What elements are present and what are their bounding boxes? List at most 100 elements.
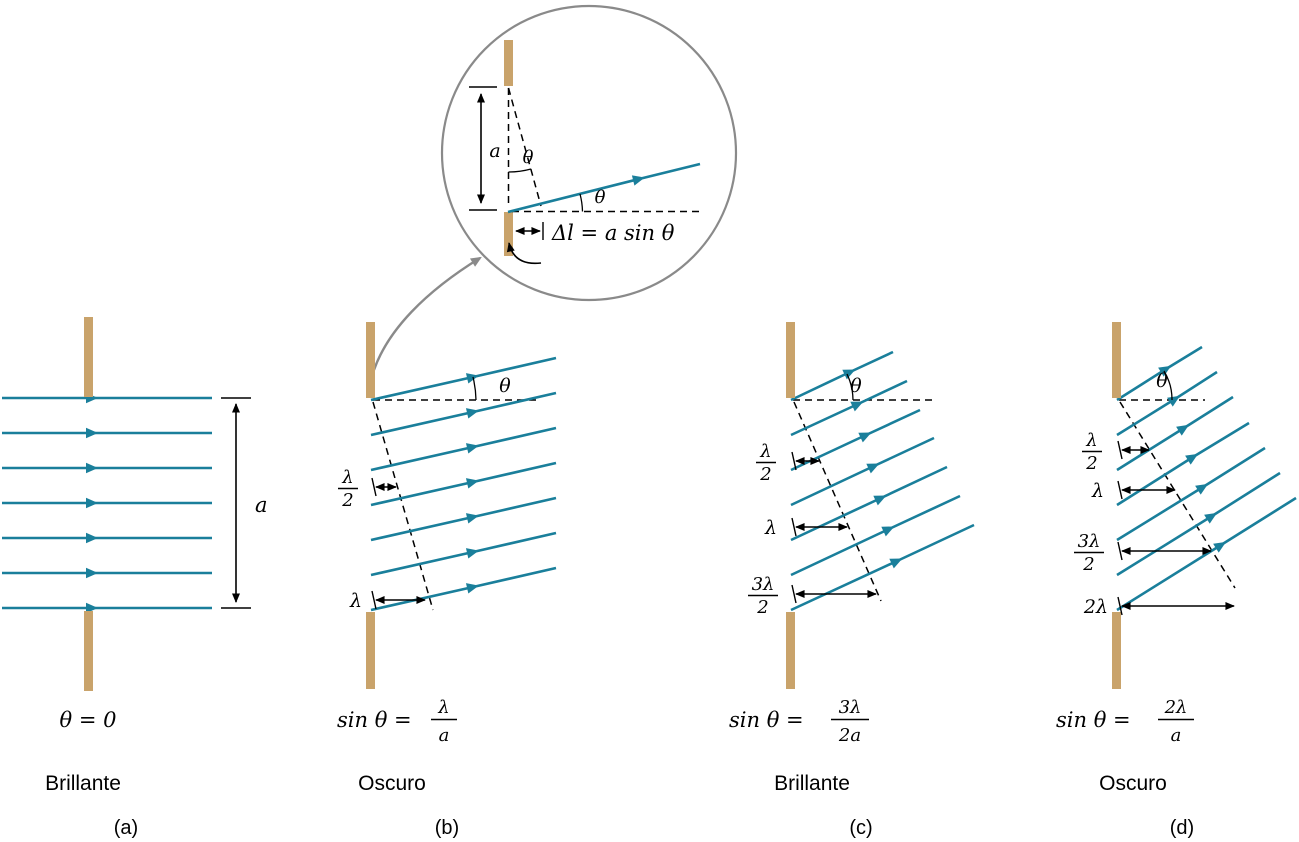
- dashed-tilted-wavefront: [1119, 401, 1236, 589]
- formula-numerator: 3λ: [839, 697, 862, 718]
- slit-width-label: a: [255, 493, 268, 517]
- path-difference-pointer: [506, 242, 542, 265]
- path-difference-label: λ: [349, 590, 362, 612]
- formula-numerator: 2λ: [1164, 697, 1188, 718]
- dashed-tilted-wavefront: [793, 401, 882, 602]
- path-difference-tick: [791, 451, 797, 471]
- light-ray: [790, 436, 935, 507]
- ray-angle-arc: [1163, 370, 1173, 401]
- slit-width-label: a: [489, 140, 500, 162]
- path-difference-half-lambda: λ 2: [338, 467, 397, 511]
- light-ray: [370, 461, 557, 507]
- path-difference-lambda: λ: [1091, 480, 1176, 502]
- theta-label: θ: [1156, 370, 1168, 392]
- panel-a: a θ = 0 Brillante (a): [2, 317, 268, 839]
- slit-barrier-top: [1112, 322, 1121, 398]
- light-ray: [370, 531, 557, 577]
- panel-caption: (c): [849, 817, 872, 839]
- formula: sin θ = 3λ 2a: [729, 697, 869, 746]
- theta-label: θ: [499, 375, 511, 397]
- theta-slit-label: θ: [523, 147, 534, 168]
- formula-numerator: λ: [437, 697, 449, 718]
- light-ray: [507, 162, 701, 214]
- slit-angle-arc: [508, 168, 532, 173]
- fraction-denominator: 2: [756, 597, 768, 618]
- light-ray: [790, 379, 908, 437]
- light-ray: [370, 426, 557, 472]
- path-difference-tick: [791, 584, 797, 604]
- ray-angle-arc: [579, 193, 584, 212]
- light-ray: [790, 494, 961, 577]
- slit-barrier-bottom: [366, 612, 375, 689]
- fraction-numerator: λ: [341, 467, 353, 488]
- fraction-denominator: 2: [759, 464, 771, 485]
- formula: sin θ = 2λ a: [1056, 697, 1194, 746]
- light-ray: [1116, 370, 1218, 437]
- light-ray: [370, 496, 557, 542]
- path-difference-half-lambda: λ 2: [756, 441, 820, 485]
- path-difference-lambda: λ: [349, 590, 426, 612]
- result-label: Brillante: [45, 772, 121, 795]
- fraction-denominator: 2: [1082, 554, 1094, 575]
- path-difference-tick: [371, 590, 377, 610]
- slit-barrier-top: [84, 317, 93, 397]
- light-ray: [370, 391, 557, 437]
- fraction-numerator: 3λ: [752, 574, 775, 595]
- path-difference-two-lambda: 2λ: [1083, 596, 1235, 618]
- path-difference-tick: [371, 477, 377, 497]
- formula-denominator: 2a: [838, 725, 861, 746]
- path-difference-tick: [791, 517, 797, 537]
- path-difference-label: 2λ: [1083, 596, 1108, 618]
- light-ray: [1116, 471, 1281, 577]
- formula-lhs: sin θ =: [729, 708, 804, 732]
- light-ray: [1116, 446, 1266, 542]
- path-difference-three-half-lambda: 3λ 2: [748, 574, 877, 618]
- panel-d: θ λ 2 λ 3λ 2 2λ sin θ = 2λ: [1056, 322, 1297, 839]
- path-difference-label: λ: [764, 517, 777, 539]
- panel-caption: (d): [1170, 817, 1194, 839]
- fraction-numerator: 3λ: [1078, 531, 1101, 552]
- light-ray: [1116, 496, 1297, 612]
- fraction-numerator: λ: [1085, 430, 1097, 451]
- slit-barrier-bottom: [504, 212, 513, 256]
- panel-caption: (a): [114, 817, 138, 839]
- path-difference-tick: [1117, 596, 1123, 616]
- light-ray: [1116, 421, 1250, 507]
- fraction-denominator: 2: [1085, 453, 1097, 474]
- light-ray: [370, 356, 557, 402]
- light-ray: [790, 350, 894, 402]
- theta-ray-label: θ: [595, 187, 606, 208]
- light-ray: [790, 523, 975, 612]
- light-ray: [1116, 345, 1203, 402]
- path-difference-tick: [1117, 440, 1123, 460]
- ray-angle-arc: [846, 373, 854, 401]
- slit-barrier-bottom: [84, 611, 93, 691]
- formula-lhs: sin θ =: [337, 708, 412, 732]
- magnifier-circle: [440, 4, 738, 302]
- dashed-tilted-wavefront: [372, 401, 434, 611]
- slit-barrier-bottom: [786, 612, 795, 689]
- light-ray: [1116, 395, 1234, 472]
- panel-c: θ λ 2 λ 3λ 2 sin θ = 3λ 2a Brillante (c: [729, 322, 975, 839]
- dashed-tilted-wavefront: [507, 87, 542, 207]
- path-difference-label: λ: [1091, 480, 1104, 502]
- panel-b: θ λ 2 λ sin θ = λ a Oscuro (b): [337, 322, 557, 839]
- path-difference-lambda: λ: [764, 517, 848, 539]
- fraction-denominator: 2: [341, 490, 353, 511]
- result-label: Oscuro: [1099, 772, 1167, 795]
- slit-barrier-bottom: [1112, 612, 1121, 689]
- formula-lhs: sin θ =: [1056, 708, 1131, 732]
- result-label: Brillante: [774, 772, 850, 795]
- path-difference-tick: [1117, 480, 1123, 500]
- angle-condition: θ = 0: [60, 708, 117, 732]
- light-ray: [370, 566, 557, 612]
- ray-angle-arc: [472, 376, 477, 401]
- path-difference-half-lambda: λ 2: [1082, 430, 1150, 474]
- theta-label: θ: [850, 375, 862, 397]
- slit-barrier-top: [366, 322, 375, 398]
- slit-barrier-top: [786, 322, 795, 398]
- panel-caption: (b): [435, 817, 459, 839]
- connector-arrow: [372, 256, 482, 371]
